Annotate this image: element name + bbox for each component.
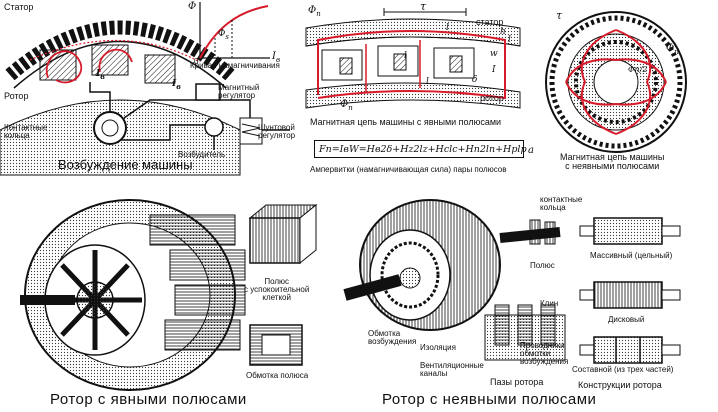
rotor-constructions-caption: Конструкции ротора <box>578 380 662 390</box>
excitation-winding-label: Обмотка возбуждения <box>368 329 417 346</box>
pole-far <box>144 54 176 84</box>
salient-rotor-drawing <box>20 199 318 391</box>
magnetization-curve-label: Кривая намагничивания <box>190 61 280 70</box>
salient-circuit-diagram <box>305 8 521 109</box>
hz-label: h <box>500 27 506 37</box>
disk-rotor-label: Дисковый <box>608 315 645 324</box>
lc-label: l <box>446 23 449 33</box>
wedge-label: Клин <box>540 299 559 308</box>
shunt-regulator-label: Шунтовой регулятор <box>258 123 296 140</box>
vent-channels-label: Вентиляционные каналы <box>420 361 484 378</box>
rotor-constructions-drawing <box>579 217 681 364</box>
i-label: I <box>492 65 496 75</box>
magnetic-regulator-label: Магнитный регулятор <box>218 83 260 100</box>
excitation-caption: Возбуждение машины <box>58 157 193 172</box>
composite-rotor-label: Составной (из трех частей) <box>572 365 674 374</box>
pole-with-cage-label: Полюс с успокоительной клеткой <box>244 277 310 302</box>
magnetic-regulator <box>195 83 221 101</box>
flux-path <box>317 30 506 100</box>
nonsalient-circuit-diagram <box>545 11 687 153</box>
exciter-symbol <box>204 117 224 137</box>
lz-label: l <box>508 35 511 45</box>
rotor-band <box>305 82 521 109</box>
ampere-turns-formula: Fп=IвW=Hв2δ+Hz2lz+Hclc+Hп2lп+Hplp <box>314 140 527 158</box>
phi-bottom-label: Φп <box>340 99 353 112</box>
exciter-label: Возбудитель <box>178 150 226 159</box>
stator-label: Статор <box>4 2 34 12</box>
ln-label: l <box>404 51 407 61</box>
rotor-small-label: ротор <box>480 93 504 103</box>
stator-small-label: статор <box>476 17 504 27</box>
rotor-slots-label: Пазы ротора <box>490 377 544 387</box>
phi-n-round-label: Φп <box>666 43 679 56</box>
magnetization-curve <box>199 5 269 59</box>
formula-suffix: a <box>528 145 534 156</box>
w-label: w <box>490 49 498 59</box>
ib-coil-label: Iв <box>96 69 105 81</box>
excitation-diagram <box>0 2 290 176</box>
ib-wire-label: Iв <box>172 79 181 91</box>
nonsalient-rotor-caption: Ротор с неявными полюсами <box>382 391 597 408</box>
delta-label: δ <box>472 75 478 85</box>
half-phi-label: Φп/2 <box>628 65 648 74</box>
phi-axis-label: Φ <box>188 1 197 12</box>
pole-left <box>39 49 77 81</box>
tau-round-label: τ <box>556 9 563 22</box>
insulation-label: Изоляция <box>420 343 456 352</box>
tau-label: τ <box>420 0 427 13</box>
nonsalient-rotor-drawing <box>343 199 566 361</box>
pole-with-cage <box>249 217 301 264</box>
rotor-massive <box>579 217 681 245</box>
pole-rotor-label: Полюс <box>530 261 555 270</box>
slip-rings-label: Контактные кольца <box>4 123 48 140</box>
salient-rotor-caption: Ротор с явными полюсами <box>50 391 247 408</box>
rotor-slot-detail <box>484 304 566 361</box>
rotor-composite <box>579 336 681 364</box>
slip-rings-rotor-label: контактные кольца <box>540 195 583 212</box>
phi-s-label: Φs <box>218 29 229 41</box>
origin-label: 0 <box>194 57 199 66</box>
pole-coil-label: Обмотка полюса <box>246 371 309 380</box>
nonsalient-circuit-caption: Магнитная цепь машины с неявными полюсам… <box>560 152 665 171</box>
rotor-label: Ротор <box>4 91 29 101</box>
phi-n-label: Φn <box>308 5 321 18</box>
salient-circuit-caption: Магнитная цепь машины с явными полюсами <box>310 117 502 127</box>
ampere-turns-caption: Ампервитки (намагничивающая сила) пары п… <box>310 165 507 174</box>
conductors-label: Проводники обмотки возбуждения <box>520 341 569 366</box>
massive-rotor-label: Массивный (цельный) <box>590 251 673 260</box>
ib-axis-label: Iв <box>272 51 281 64</box>
rotor-disk <box>579 281 681 309</box>
lp-label: l <box>426 77 429 87</box>
